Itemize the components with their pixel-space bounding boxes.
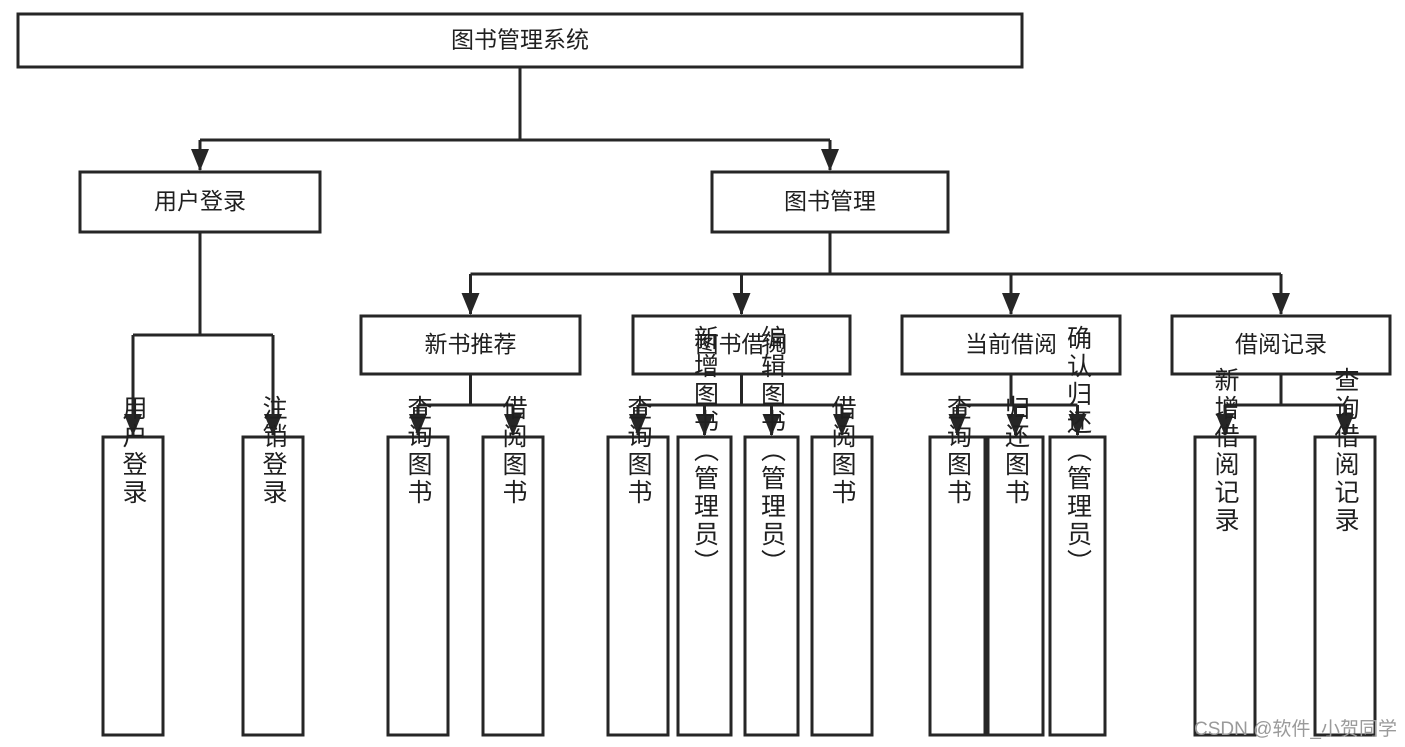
node-box-book-borrow xyxy=(631,314,852,376)
edge-book-borrow-arrow-1 xyxy=(695,414,714,436)
edge-root-arrow-1 xyxy=(821,149,839,171)
node-leaf-user-logout[interactable]: 注销登录 xyxy=(241,395,305,737)
node-leaf-query-book-1[interactable]: 查询图书 xyxy=(386,395,450,737)
node-leaf-add-borrow-record[interactable]: 新增借阅记录 xyxy=(1193,367,1257,737)
edge-book-borrow-arrow-2 xyxy=(762,414,781,436)
node-book-manage[interactable]: 图书管理 xyxy=(710,170,950,234)
node-leaf-edit-book-admin[interactable]: 编辑图书（管理员） xyxy=(743,325,800,737)
node-box-leaf-return-book xyxy=(986,435,1045,737)
node-label-current-borrow: 当前借阅 xyxy=(965,331,1057,357)
node-label-leaf-confirm-return-admin: 确认归还（管理员） xyxy=(1064,325,1093,577)
node-label-new-book-rec: 新书推荐 xyxy=(425,331,517,357)
node-label-book-borrow: 图书借阅 xyxy=(696,331,788,357)
node-leaf-query-book-3[interactable]: 查询图书 xyxy=(928,395,987,737)
node-boxes: 图书管理系统用户登录图书管理新书推荐图书借阅当前借阅借阅记录用户登录注销登录查询… xyxy=(16,12,1392,737)
node-leaf-borrow-book-1[interactable]: 借阅图书 xyxy=(481,395,545,737)
node-label-leaf-query-book-2: 查询图书 xyxy=(624,395,653,507)
edge-user-login-arrow-1 xyxy=(264,414,282,436)
node-box-user-login xyxy=(78,170,322,234)
node-box-leaf-edit-book-admin xyxy=(743,435,800,737)
node-leaf-add-book-admin[interactable]: 新增图书（管理员） xyxy=(676,325,733,737)
node-label-leaf-user-logout: 注销登录 xyxy=(259,395,288,507)
node-label-leaf-edit-book-admin: 编辑图书（管理员） xyxy=(758,325,787,577)
node-box-borrow-record xyxy=(1170,314,1392,376)
node-leaf-borrow-book-2[interactable]: 借阅图书 xyxy=(810,395,874,737)
node-label-leaf-query-book-1: 查询图书 xyxy=(404,395,433,507)
node-leaf-return-book[interactable]: 归还图书 xyxy=(986,395,1045,737)
node-box-leaf-add-borrow-record xyxy=(1193,435,1257,737)
node-box-book-manage xyxy=(710,170,950,234)
connector-edges xyxy=(124,67,1354,436)
node-box-leaf-query-book-1 xyxy=(386,435,450,737)
node-label-leaf-query-borrow-record: 查询借阅记录 xyxy=(1331,367,1360,535)
edge-book-manage-arrow-2 xyxy=(1002,293,1020,315)
edge-new-book-rec-arrow-0 xyxy=(409,414,427,436)
node-root[interactable]: 图书管理系统 xyxy=(16,12,1024,69)
node-box-leaf-user-login xyxy=(101,435,165,737)
node-label-borrow-record: 借阅记录 xyxy=(1235,331,1327,357)
node-box-leaf-borrow-book-1 xyxy=(481,435,545,737)
edge-book-borrow-arrow-3 xyxy=(833,414,851,436)
node-box-new-book-rec xyxy=(359,314,582,376)
node-box-leaf-borrow-book-2 xyxy=(810,435,874,737)
node-label-book-manage: 图书管理 xyxy=(784,188,876,214)
csdn-watermark: CSDN @软件_小贺同学 xyxy=(1194,719,1397,740)
edge-user-login-arrow-0 xyxy=(124,414,142,436)
node-label-leaf-query-book-3: 查询图书 xyxy=(944,395,973,507)
edge-book-borrow-arrow-0 xyxy=(629,414,647,436)
node-box-leaf-query-book-2 xyxy=(606,435,670,737)
node-box-leaf-query-book-3 xyxy=(928,435,987,737)
edge-borrow-record-arrow-0 xyxy=(1216,414,1234,436)
node-box-current-borrow xyxy=(900,314,1122,376)
node-label-leaf-borrow-book-2: 借阅图书 xyxy=(828,395,857,507)
node-box-leaf-confirm-return-admin xyxy=(1048,435,1107,737)
node-box-leaf-user-logout xyxy=(241,435,305,737)
node-user-login[interactable]: 用户登录 xyxy=(78,170,322,234)
edge-book-manage-arrow-3 xyxy=(1272,293,1290,315)
node-current-borrow[interactable]: 当前借阅 xyxy=(900,314,1122,376)
node-box-leaf-add-book-admin xyxy=(676,435,733,737)
edge-current-borrow-arrow-2 xyxy=(1068,414,1087,436)
node-label-leaf-user-login: 用户登录 xyxy=(119,395,148,507)
node-label-user-login: 用户登录 xyxy=(154,188,246,214)
node-label-leaf-borrow-book-1: 借阅图书 xyxy=(499,395,528,507)
node-new-book-rec[interactable]: 新书推荐 xyxy=(359,314,582,376)
node-borrow-record[interactable]: 借阅记录 xyxy=(1170,314,1392,376)
edge-book-manage-arrow-1 xyxy=(732,293,751,315)
node-label-leaf-add-book-admin: 新增图书（管理员） xyxy=(691,325,720,577)
node-box-root xyxy=(16,12,1024,69)
node-label-leaf-add-borrow-record: 新增借阅记录 xyxy=(1211,367,1240,535)
edge-new-book-rec-arrow-1 xyxy=(504,414,522,436)
edge-book-manage-arrow-0 xyxy=(461,293,480,315)
node-leaf-query-borrow-record[interactable]: 查询借阅记录 xyxy=(1313,367,1377,737)
node-leaf-query-book-2[interactable]: 查询图书 xyxy=(606,395,670,737)
node-label-leaf-return-book: 归还图书 xyxy=(1002,395,1031,507)
node-box-leaf-query-borrow-record xyxy=(1313,435,1377,737)
node-leaf-user-login[interactable]: 用户登录 xyxy=(101,395,165,737)
edge-root-arrow-0 xyxy=(191,149,209,171)
edge-borrow-record-arrow-1 xyxy=(1336,414,1354,436)
node-leaf-confirm-return-admin[interactable]: 确认归还（管理员） xyxy=(1048,325,1107,737)
node-book-borrow[interactable]: 图书借阅 xyxy=(631,314,852,376)
node-label-root: 图书管理系统 xyxy=(451,27,589,53)
edge-current-borrow-arrow-0 xyxy=(948,414,967,436)
edge-current-borrow-arrow-1 xyxy=(1006,414,1025,436)
